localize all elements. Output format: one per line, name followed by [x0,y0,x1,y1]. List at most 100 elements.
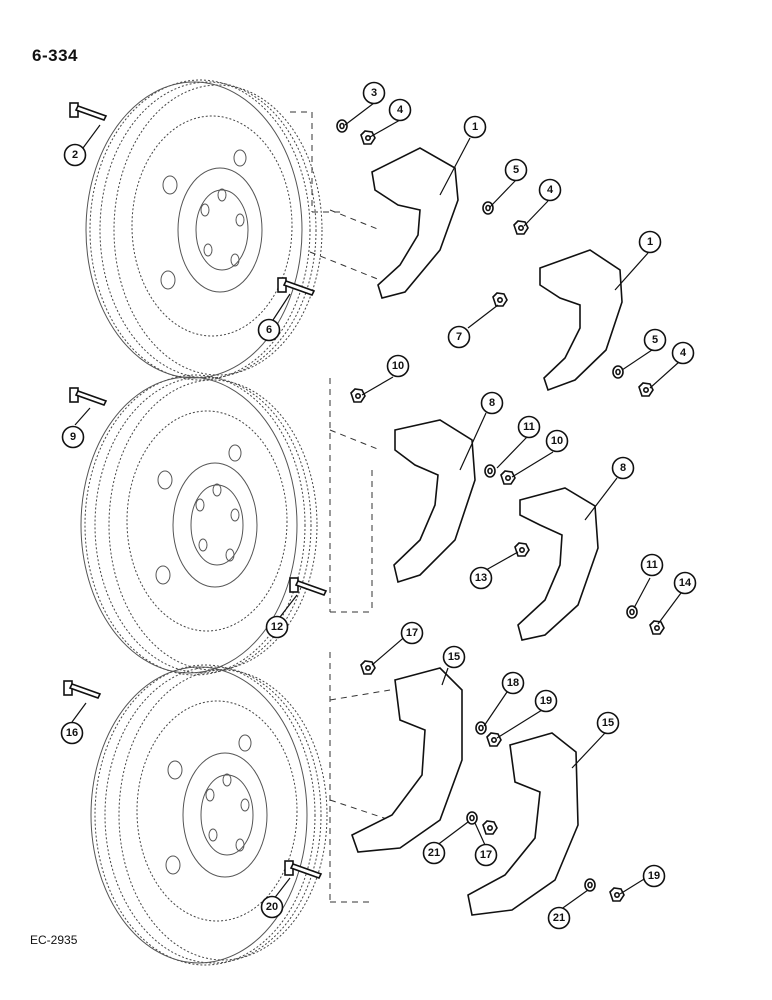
nut-19-b [609,887,625,902]
callout-9: 9 [61,425,85,449]
callout-19a: 19 [534,689,558,713]
callout-label: 4 [680,347,687,359]
callout-label: 12 [271,621,283,633]
callout-16: 16 [60,721,84,745]
weight-15-lower [467,732,579,916]
nut-4-c [638,382,654,397]
callout-15b: 15 [596,711,620,735]
nut-14 [649,620,665,635]
callout-7: 7 [447,325,471,349]
callout-label: 15 [602,717,614,729]
callout-5a: 5 [504,158,528,182]
callout-3: 3 [362,81,386,105]
callout-label: 6 [266,324,272,336]
callout-label: 5 [513,164,519,176]
bolt-2 [69,102,107,121]
callout-label: 20 [266,901,278,913]
callout-21b: 21 [547,906,571,930]
figure-code: EC-2935 [30,933,78,947]
callout-label: 14 [679,577,692,589]
nut-19-a [486,732,502,747]
leader-lines [71,102,682,911]
callout-10a: 10 [386,354,410,378]
callout-label: 3 [371,87,377,99]
callout-19b: 19 [642,864,666,888]
nut-10-b [500,470,516,485]
nut-13 [514,542,530,557]
callout-18: 18 [501,671,525,695]
callout-label: 19 [648,870,660,882]
washer-21-a [466,811,478,825]
callout-label: 1 [647,236,653,248]
callout-label: 17 [406,627,418,639]
callout-label: 13 [475,572,487,584]
callout-label: 7 [456,331,462,343]
washer-5-b [612,365,624,379]
callout-label: 8 [620,462,626,474]
callout-label: 11 [646,559,658,571]
callout-label: 21 [553,912,565,924]
callout-label: 15 [448,651,460,663]
weight-1-lower [539,249,623,392]
washer-3 [336,119,348,133]
callout-8b: 8 [611,456,635,480]
callout-label: 17 [480,849,492,861]
callout-4c: 4 [671,341,695,365]
callout-label: 16 [66,727,78,739]
callout-13: 13 [469,566,493,590]
callout-label: 5 [652,334,658,346]
callout-12: 12 [265,615,289,639]
weight-8-upper [393,419,476,584]
callout-label: 2 [72,149,78,161]
guide-lines-middle [329,378,381,613]
weight-8-lower [517,487,599,641]
nut-10-a [350,388,366,403]
callout-label: 11 [523,421,535,433]
nut-7 [492,292,508,307]
callout-label: 10 [392,360,404,372]
callout-label: 10 [551,435,563,447]
callout-10b: 10 [545,429,569,453]
washer-18 [475,721,487,735]
callout-1b: 1 [638,230,662,254]
callout-label: 21 [428,847,440,859]
callout-15a: 15 [442,645,466,669]
callout-label: 19 [540,695,552,707]
bolt-12 [289,577,327,596]
callout-label: 1 [472,121,478,133]
lower-wheel [90,664,328,966]
washer-11-b [626,605,638,619]
callout-6: 6 [257,318,281,342]
callout-5b: 5 [643,328,667,352]
callout-label: 9 [70,431,76,443]
washer-21-b [584,878,596,892]
callout-11a: 11 [517,415,541,439]
weight-15-upper [351,667,463,853]
callout-label: 18 [507,677,519,689]
callout-label: 4 [397,104,404,116]
guide-lines-lower [329,652,391,903]
callout-20: 20 [260,895,284,919]
callout-4b: 4 [538,178,562,202]
callout-label: 4 [547,184,554,196]
bolt-20 [284,860,322,879]
callout-1a: 1 [463,115,487,139]
callout-17b: 17 [474,843,498,867]
nut-4-a [360,130,376,145]
guide-lines-upper [290,111,381,281]
callout-17a: 17 [400,621,424,645]
washer-5-a [482,201,494,215]
nut-4-b [513,220,529,235]
callout-8a: 8 [480,391,504,415]
callout-4a: 4 [388,98,412,122]
page-title: 6-334 [32,46,78,65]
callout-21a: 21 [422,841,446,865]
bolt-9 [69,387,107,406]
upper-wheel [85,79,323,381]
weight-1-upper [371,147,459,299]
nut-17-a [360,660,376,675]
callout-2: 2 [63,143,87,167]
nut-17-b [482,820,498,835]
washer-11-a [484,464,496,478]
